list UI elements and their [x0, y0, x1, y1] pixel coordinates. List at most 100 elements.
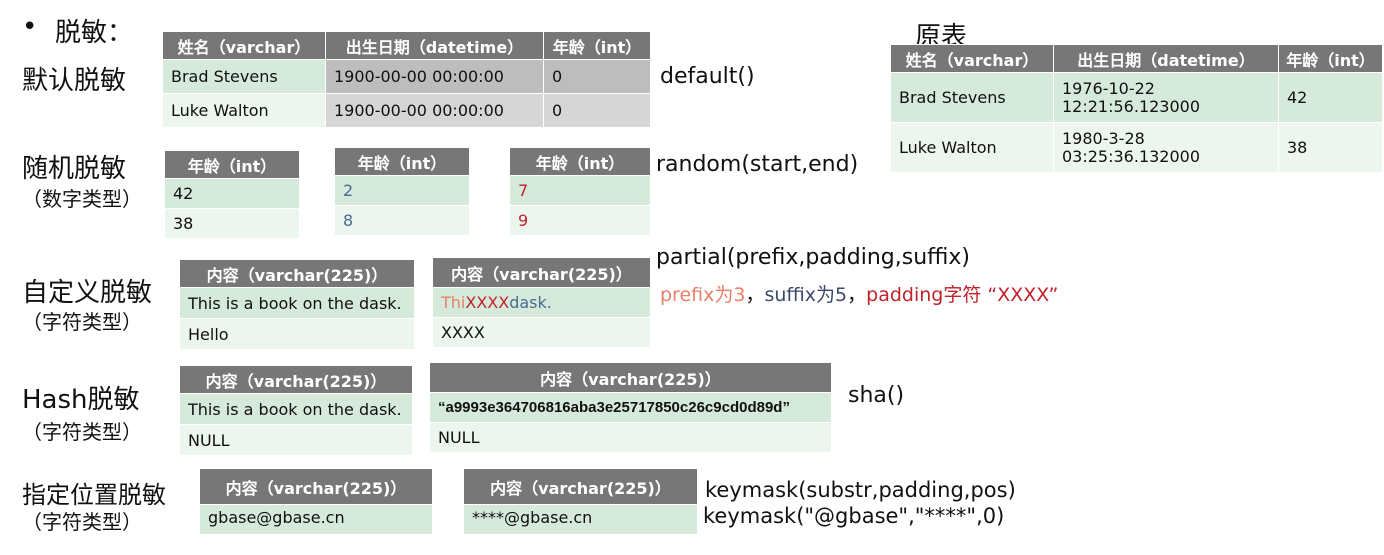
random-table-right: 年龄（int） 7 9: [509, 147, 651, 236]
partial-mask-label: 自定义脱敏: [22, 278, 153, 308]
table-row: “a9993e364706816aba3e25717850c26c9cd0d89…: [429, 392, 832, 423]
cell-age: 2: [334, 175, 470, 206]
hash-table-result: 内容（varchar(225)） “a9993e364706816aba3e25…: [429, 362, 832, 453]
note-suffix: suffix为5: [764, 284, 848, 306]
default-func: default(): [660, 64, 755, 89]
col-header-content: 内容（varchar(225)）: [179, 259, 415, 288]
note-prefix: prefix为3: [660, 284, 746, 306]
partial-func: partial(prefix,padding,suffix): [656, 245, 971, 270]
cell-birth: 1900-00-00 00:00:00: [325, 59, 544, 94]
col-header-age: 年龄（int）: [334, 147, 470, 176]
cell-age: 38: [164, 208, 300, 239]
table-row: gbase@gbase.cn: [199, 504, 433, 535]
table-row: 2: [334, 175, 470, 206]
table-row: NULL: [179, 424, 413, 456]
original-table: 姓名（varchar） 出生日期（datetime） 年龄（int） Brad …: [890, 44, 1383, 173]
default-mask-label: 默认脱敏: [22, 66, 127, 96]
col-header-content: 内容（varchar(225)）: [179, 365, 413, 394]
table-row: NULL: [429, 422, 832, 453]
cell-content: NULL: [179, 424, 413, 456]
keymask-label: 指定位置脱敏: [22, 481, 166, 509]
cell-name: Luke Walton: [162, 93, 326, 128]
cell-age: 38: [1278, 122, 1383, 173]
keymask-table-source: 内容（varchar(225)） gbase@gbase.cn: [199, 468, 433, 535]
cell-age: 8: [334, 205, 470, 236]
cell-content: ThiXXXXdask.: [432, 287, 651, 318]
keymask-func: keymask(substr,padding,pos): [705, 478, 1016, 502]
cell-content: Hello: [179, 318, 415, 350]
col-header-age: 年龄（int）: [509, 147, 651, 176]
random-table-mid: 年龄（int） 2 8: [334, 147, 470, 236]
cell-content: gbase@gbase.cn: [199, 504, 433, 535]
col-header-content: 内容（varchar(225)）: [432, 257, 651, 288]
cell-age: 0: [543, 59, 651, 94]
suffix-part: dask.: [509, 293, 552, 312]
table-row: 8: [334, 205, 470, 236]
note-padding: padding字符 “XXXX”: [866, 284, 1059, 306]
col-header-content: 内容（varchar(225)）: [429, 362, 832, 393]
cell-age: 0: [543, 93, 651, 128]
random-func: random(start,end): [656, 152, 859, 177]
hash-mask-sub: （字符类型）: [22, 420, 142, 444]
cell-content: ****@gbase.cn: [463, 504, 698, 535]
cell-name: Luke Walton: [890, 122, 1054, 173]
table-row: XXXX: [432, 317, 651, 348]
random-mask-sub: （数字类型）: [22, 187, 142, 211]
note-sep: ，: [847, 284, 867, 306]
partial-table-result: 内容（varchar(225)） ThiXXXXdask. XXXX: [432, 257, 651, 348]
cell-content: This is a book on the dask.: [179, 393, 413, 425]
table-row: This is a book on the dask.: [179, 287, 415, 319]
cell-content: XXXX: [432, 317, 651, 348]
col-header-content: 内容（varchar(225)）: [199, 468, 433, 505]
default-mask-table: 姓名（varchar） 出生日期（datetime） 年龄（int） Brad …: [162, 31, 651, 128]
partial-table-source: 内容（varchar(225)） This is a book on the d…: [179, 259, 415, 350]
cell-age: 7: [509, 175, 651, 206]
prefix-part: Thi: [441, 293, 466, 312]
col-header-birth: 出生日期（datetime）: [1053, 44, 1279, 73]
table-row: Hello: [179, 318, 415, 350]
table-row: ****@gbase.cn: [463, 504, 698, 535]
keymask-table-result: 内容（varchar(225)） ****@gbase.cn: [463, 468, 698, 535]
col-header-content: 内容（varchar(225)）: [463, 468, 698, 505]
table-row: 7: [509, 175, 651, 206]
col-header-age: 年龄（int）: [543, 31, 651, 60]
page-title: 脱敏：: [55, 18, 134, 48]
hash-table-source: 内容（varchar(225)） This is a book on the d…: [179, 365, 413, 456]
note-sep: ，: [745, 284, 765, 306]
cell-content: This is a book on the dask.: [179, 287, 415, 319]
hash-mask-label: Hash脱敏: [22, 385, 140, 415]
random-mask-label: 随机脱敏: [22, 154, 127, 184]
table-row: 42: [164, 178, 300, 209]
bullet: •: [22, 12, 38, 42]
cell-age: 42: [164, 178, 300, 209]
hash-func: sha(): [848, 383, 905, 408]
table-row: Luke Walton 1900-00-00 00:00:00 0: [162, 93, 651, 128]
col-header-age: 年龄（int）: [1278, 44, 1383, 73]
partial-mask-sub: （字符类型）: [22, 310, 142, 334]
col-header-name: 姓名（varchar）: [890, 44, 1054, 73]
col-header-birth: 出生日期（datetime）: [325, 31, 544, 60]
cell-content: NULL: [429, 422, 832, 453]
cell-birth: 1900-00-00 00:00:00: [325, 93, 544, 128]
cell-name: Brad Stevens: [162, 59, 326, 94]
col-header-age: 年龄（int）: [164, 150, 300, 179]
cell-content: “a9993e364706816aba3e25717850c26c9cd0d89…: [429, 392, 832, 423]
table-row: 9: [509, 205, 651, 236]
table-row: This is a book on the dask.: [179, 393, 413, 425]
partial-note: prefix为3，suffix为5，padding字符 “XXXX”: [660, 280, 1058, 307]
random-table-source: 年龄（int） 42 38: [164, 150, 300, 239]
table-row: 38: [164, 208, 300, 239]
padding-part: XXXX: [465, 293, 510, 312]
table-row: Brad Stevens 1900-00-00 00:00:00 0: [162, 59, 651, 94]
cell-age: 9: [509, 205, 651, 236]
table-row: ThiXXXXdask.: [432, 287, 651, 318]
keymask-example: keymask("@gbase","****",0): [703, 504, 1005, 528]
cell-name: Brad Stevens: [890, 72, 1054, 123]
cell-age: 42: [1278, 72, 1383, 123]
keymask-sub: （字符类型）: [22, 510, 142, 534]
col-header-name: 姓名（varchar）: [162, 31, 326, 60]
